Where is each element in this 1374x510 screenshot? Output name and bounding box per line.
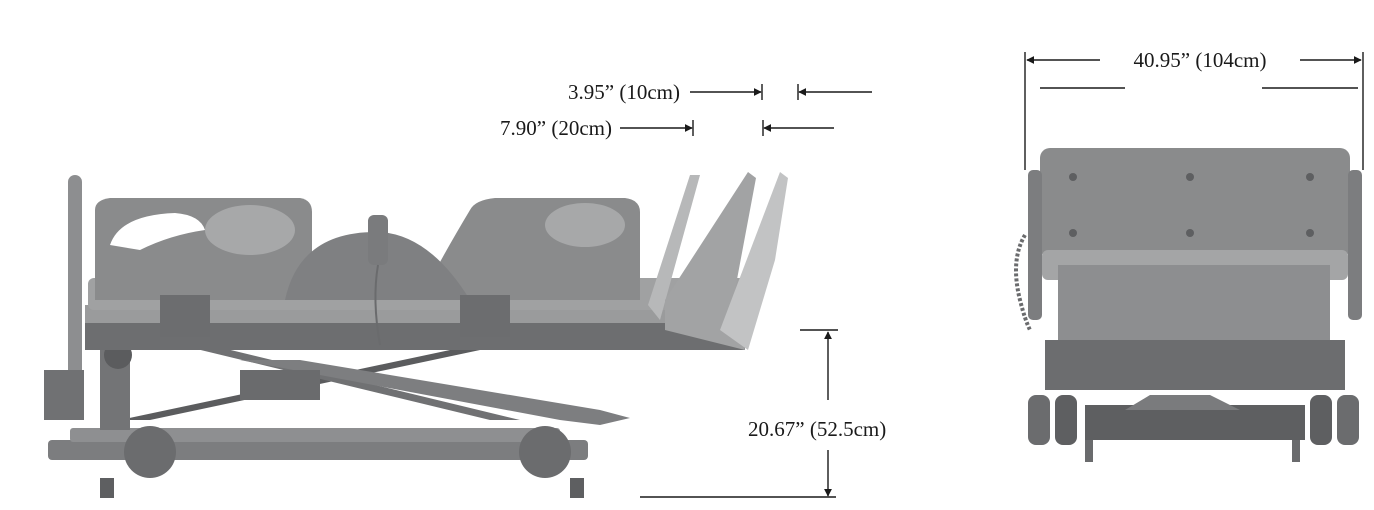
label-extension-20cm: 7.90” (20cm) bbox=[500, 116, 612, 140]
caster-front-right-inner bbox=[1310, 395, 1332, 445]
caster-foot-left bbox=[100, 478, 114, 498]
caster-foot-right bbox=[570, 478, 584, 498]
foot-frame bbox=[1058, 265, 1330, 345]
lift-motor bbox=[240, 370, 320, 400]
dimension-annotations bbox=[620, 52, 1364, 498]
headboard-bracket bbox=[44, 370, 84, 420]
side-rail-foot-grip bbox=[545, 203, 625, 247]
foot-pad-right bbox=[1292, 440, 1300, 462]
bed-side-view bbox=[44, 172, 788, 498]
base-frame bbox=[48, 440, 588, 460]
caster-front-left-inner bbox=[1055, 395, 1077, 445]
headboard-bolts bbox=[1069, 173, 1314, 237]
deck-bracket-left bbox=[160, 295, 210, 337]
label-deck-height: 20.67” (52.5cm) bbox=[748, 417, 886, 441]
foot-panel-3 bbox=[720, 172, 788, 350]
hand-pendant bbox=[368, 215, 388, 265]
deck-bracket-right bbox=[460, 295, 510, 337]
caster-wheel-front bbox=[124, 426, 176, 478]
headboard-post bbox=[68, 175, 82, 415]
label-overall-width: 40.95” (104cm) bbox=[1134, 48, 1267, 72]
side-rail-left-front bbox=[1028, 170, 1042, 320]
base-front bbox=[1085, 405, 1305, 440]
label-extension-10cm: 3.95” (10cm) bbox=[568, 80, 680, 104]
caster-front-left-outer bbox=[1028, 395, 1050, 445]
side-rail-head-grip bbox=[205, 205, 295, 255]
dimension-labels: 3.95” (10cm) 7.90” (20cm) 20.67” (52.5cm… bbox=[500, 48, 1266, 441]
foot-pad-left bbox=[1085, 440, 1093, 462]
pedal-front bbox=[1125, 395, 1240, 410]
pendant-cord bbox=[374, 264, 381, 346]
base-frame-top bbox=[70, 428, 560, 442]
bed-front-view bbox=[1014, 148, 1362, 462]
lift-arm-3 bbox=[240, 360, 630, 425]
coiled-cord bbox=[1014, 233, 1032, 331]
lift-arm-2 bbox=[180, 345, 520, 420]
frame-lower-front bbox=[1045, 340, 1345, 390]
side-rail-right-front bbox=[1348, 170, 1362, 320]
foot-panel-1 bbox=[648, 175, 700, 320]
side-rail-head-cutout bbox=[110, 213, 205, 250]
headboard-panel bbox=[1040, 148, 1350, 258]
caster-front-right-outer bbox=[1337, 395, 1359, 445]
caster-wheel-rear bbox=[519, 426, 571, 478]
